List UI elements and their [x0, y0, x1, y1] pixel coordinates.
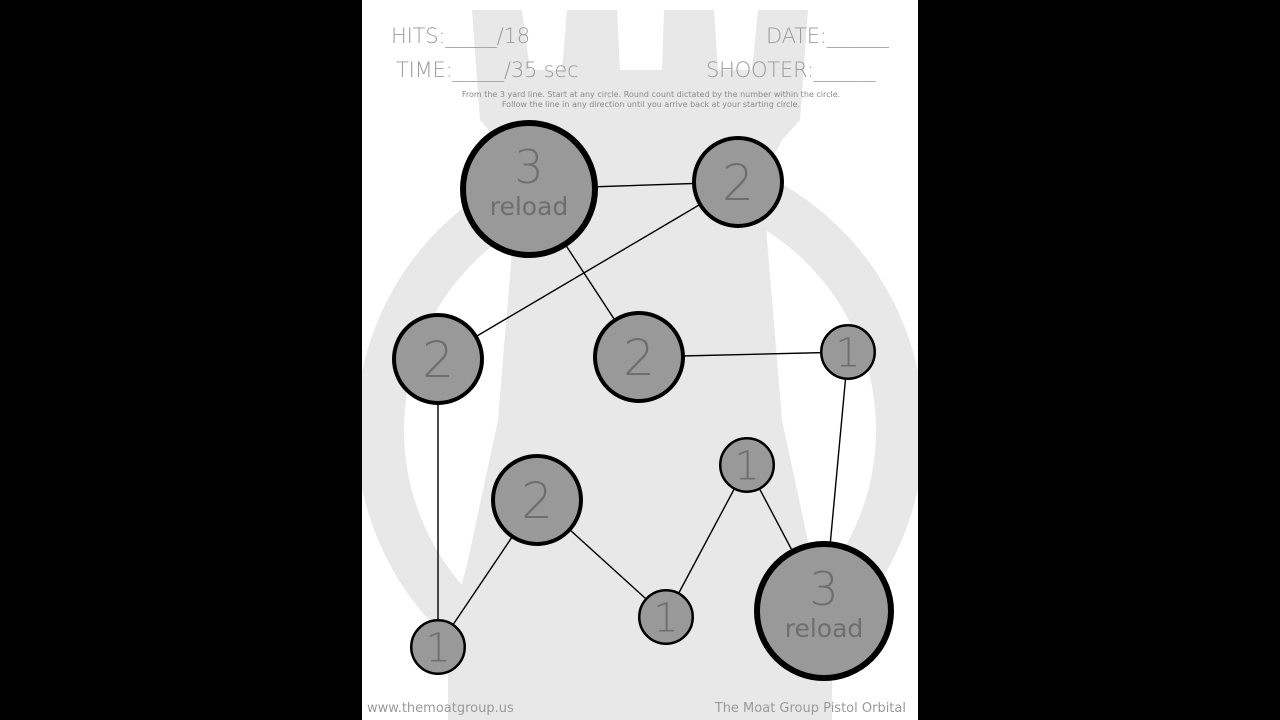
time-field: TIME:_____/35 sec [396, 58, 579, 82]
connection-line-t7-t8 [665, 464, 748, 618]
round-count: 1 [835, 330, 860, 376]
target-circle-t2: 2 [692, 136, 784, 228]
target-circle-shape [638, 589, 694, 645]
round-count: 1 [734, 443, 759, 489]
target-circle-t10: 1 [410, 619, 466, 675]
round-count: 2 [422, 331, 454, 389]
target-circle-t8: 1 [638, 589, 694, 645]
reload-label: reload [785, 614, 864, 643]
shooter-field: SHOOTER:______ [706, 58, 876, 82]
target-circle-shape [392, 313, 484, 405]
target-circle-shape [460, 120, 598, 258]
round-count: 3 [809, 562, 838, 616]
target-circle-shape [719, 437, 775, 493]
instructions-line-1: From the 3 yard line. Start at any circl… [461, 90, 841, 99]
target-circle-t4: 2 [593, 311, 685, 403]
connection-line-t2-t3 [437, 181, 739, 360]
round-count: 3 [514, 140, 543, 194]
hits-field: HITS:_____/18 [391, 24, 530, 48]
footer-website: www.themoatgroup.us [367, 701, 514, 716]
round-count: 1 [425, 625, 450, 671]
round-count: 2 [623, 329, 655, 387]
round-count: 1 [653, 595, 678, 641]
target-circle-shape [754, 541, 894, 681]
target-circle-t5: 1 [820, 324, 876, 380]
round-count: 2 [722, 154, 754, 212]
target-circle-t3: 2 [392, 313, 484, 405]
target-circle-shape [692, 136, 784, 228]
round-count: 2 [521, 472, 553, 530]
target-circle-t7: 1 [719, 437, 775, 493]
target-circle-shape [593, 311, 685, 403]
target-circle-shape [820, 324, 876, 380]
footer-title: The Moat Group Pistol Orbital [714, 701, 906, 716]
target-circle-shape [410, 619, 466, 675]
reload-label: reload [490, 192, 569, 221]
instructions-line-2: Follow the line in any direction until y… [501, 100, 801, 109]
target-circle-shape [491, 454, 583, 546]
date-field: DATE:______ [766, 24, 889, 48]
target-circle-t6: 2 [491, 454, 583, 546]
